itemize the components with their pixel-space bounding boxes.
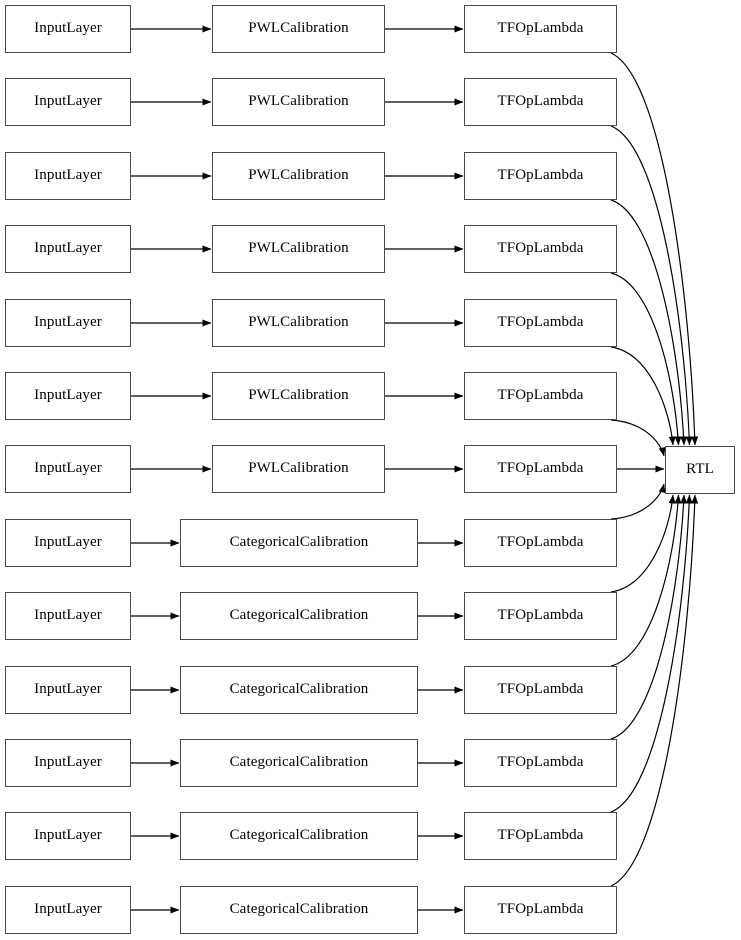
node-calibration-11[interactable]: CategoricalCalibration <box>180 812 418 860</box>
node-input-layer-1-label: InputLayer <box>34 93 102 109</box>
node-lambda-4[interactable]: TFOpLambda <box>464 299 617 347</box>
node-lambda-4-label: TFOpLambda <box>497 314 584 330</box>
node-lambda-9-label: TFOpLambda <box>497 681 584 697</box>
node-input-layer-2[interactable]: InputLayer <box>5 152 131 200</box>
node-lambda-3-label: TFOpLambda <box>497 240 584 256</box>
node-calibration-7-label: CategoricalCalibration <box>229 534 369 550</box>
node-calibration-3-label: PWLCalibration <box>248 240 349 256</box>
node-lambda-1-label: TFOpLambda <box>497 93 584 109</box>
node-input-layer-1[interactable]: InputLayer <box>5 78 131 126</box>
node-lambda-8-label: TFOpLambda <box>497 607 584 623</box>
node-input-layer-12[interactable]: InputLayer <box>5 886 131 934</box>
node-calibration-4[interactable]: PWLCalibration <box>212 299 385 347</box>
node-calibration-10-label: CategoricalCalibration <box>229 754 369 770</box>
node-input-layer-9-label: InputLayer <box>34 681 102 697</box>
edge-lambda-to-rtl-9 <box>610 494 682 667</box>
node-lambda-3[interactable]: TFOpLambda <box>464 225 617 273</box>
node-lambda-1[interactable]: TFOpLambda <box>464 78 617 126</box>
edge-lambda-to-rtl-7 <box>610 483 666 520</box>
node-input-layer-7-label: InputLayer <box>34 534 102 550</box>
node-lambda-6[interactable]: TFOpLambda <box>464 445 617 493</box>
node-input-layer-9[interactable]: InputLayer <box>5 666 131 714</box>
node-input-layer-0-label: InputLayer <box>34 20 102 36</box>
node-calibration-5[interactable]: PWLCalibration <box>212 372 385 420</box>
node-calibration-8[interactable]: CategoricalCalibration <box>180 592 418 640</box>
node-calibration-8-label: CategoricalCalibration <box>229 607 369 623</box>
node-calibration-2[interactable]: PWLCalibration <box>212 152 385 200</box>
node-input-layer-7[interactable]: InputLayer <box>5 519 131 567</box>
edge-lambda-to-rtl-1 <box>610 125 693 446</box>
node-input-layer-8-label: InputLayer <box>34 607 102 623</box>
node-lambda-10[interactable]: TFOpLambda <box>464 739 617 787</box>
edge-lambda-to-rtl-0 <box>610 52 699 446</box>
node-calibration-6-label: PWLCalibration <box>248 460 349 476</box>
node-calibration-1-label: PWLCalibration <box>248 93 349 109</box>
node-input-layer-11[interactable]: InputLayer <box>5 812 131 860</box>
node-lambda-11-label: TFOpLambda <box>497 827 584 843</box>
node-lambda-12[interactable]: TFOpLambda <box>464 886 617 934</box>
node-input-layer-2-label: InputLayer <box>34 167 102 183</box>
edge-lambda-to-rtl-3 <box>610 272 682 446</box>
edge-lambda-to-rtl-11 <box>610 494 693 813</box>
node-calibration-6[interactable]: PWLCalibration <box>212 445 385 493</box>
node-lambda-12-label: TFOpLambda <box>497 901 584 917</box>
node-input-layer-5[interactable]: InputLayer <box>5 372 131 420</box>
node-calibration-12[interactable]: CategoricalCalibration <box>180 886 418 934</box>
node-input-layer-6[interactable]: InputLayer <box>5 445 131 493</box>
node-lambda-0-label: TFOpLambda <box>497 20 584 36</box>
node-input-layer-3[interactable]: InputLayer <box>5 225 131 273</box>
node-calibration-11-label: CategoricalCalibration <box>229 827 369 843</box>
node-input-layer-11-label: InputLayer <box>34 827 102 843</box>
node-calibration-1[interactable]: PWLCalibration <box>212 78 385 126</box>
node-calibration-9[interactable]: CategoricalCalibration <box>180 666 418 714</box>
node-calibration-2-label: PWLCalibration <box>248 167 349 183</box>
node-input-layer-6-label: InputLayer <box>34 460 102 476</box>
node-calibration-0[interactable]: PWLCalibration <box>212 5 385 53</box>
node-lambda-2-label: TFOpLambda <box>497 167 584 183</box>
node-lambda-0[interactable]: TFOpLambda <box>464 5 617 53</box>
node-calibration-5-label: PWLCalibration <box>248 387 349 403</box>
node-calibration-3[interactable]: PWLCalibration <box>212 225 385 273</box>
node-lambda-7-label: TFOpLambda <box>497 534 584 550</box>
node-input-layer-12-label: InputLayer <box>34 901 102 917</box>
node-input-layer-10[interactable]: InputLayer <box>5 739 131 787</box>
edge-lambda-to-rtl-5 <box>610 419 666 457</box>
edge-lambda-to-rtl-10 <box>610 494 688 740</box>
edge-lambda-to-rtl-8 <box>610 494 676 593</box>
node-calibration-10[interactable]: CategoricalCalibration <box>180 739 418 787</box>
node-lambda-9[interactable]: TFOpLambda <box>464 666 617 714</box>
node-lambda-8[interactable]: TFOpLambda <box>464 592 617 640</box>
edge-lambda-to-rtl-2 <box>610 199 688 446</box>
edge-lambda-to-rtl-4 <box>610 346 676 446</box>
node-input-layer-4[interactable]: InputLayer <box>5 299 131 347</box>
node-lambda-5-label: TFOpLambda <box>497 387 584 403</box>
node-calibration-4-label: PWLCalibration <box>248 314 349 330</box>
node-calibration-12-label: CategoricalCalibration <box>229 901 369 917</box>
edge-lambda-to-rtl-12 <box>610 494 699 887</box>
node-calibration-7[interactable]: CategoricalCalibration <box>180 519 418 567</box>
node-rtl-label: RTL <box>686 461 714 477</box>
node-input-layer-0[interactable]: InputLayer <box>5 5 131 53</box>
node-lambda-11[interactable]: TFOpLambda <box>464 812 617 860</box>
node-calibration-0-label: PWLCalibration <box>248 20 349 36</box>
node-lambda-5[interactable]: TFOpLambda <box>464 372 617 420</box>
node-input-layer-4-label: InputLayer <box>34 314 102 330</box>
node-input-layer-10-label: InputLayer <box>34 754 102 770</box>
node-input-layer-8[interactable]: InputLayer <box>5 592 131 640</box>
node-lambda-10-label: TFOpLambda <box>497 754 584 770</box>
node-lambda-2[interactable]: TFOpLambda <box>464 152 617 200</box>
node-lambda-6-label: TFOpLambda <box>497 460 584 476</box>
node-lambda-7[interactable]: TFOpLambda <box>464 519 617 567</box>
node-calibration-9-label: CategoricalCalibration <box>229 681 369 697</box>
node-rtl[interactable]: RTL <box>665 446 735 494</box>
node-input-layer-5-label: InputLayer <box>34 387 102 403</box>
node-input-layer-3-label: InputLayer <box>34 240 102 256</box>
